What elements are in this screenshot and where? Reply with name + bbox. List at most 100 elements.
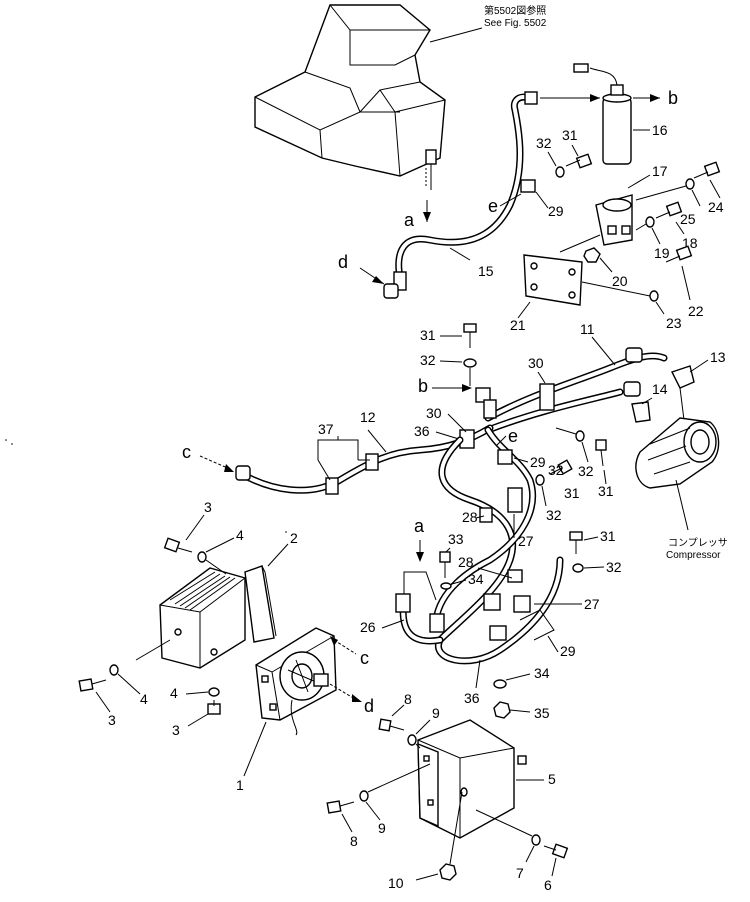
washer-4-left: [109, 664, 119, 676]
washer-4-upper: [197, 551, 207, 563]
connection-letter-d: d: [364, 696, 374, 716]
part-number-20: 20: [612, 273, 628, 289]
hose-11: [484, 347, 668, 434]
bracket-17: [595, 194, 633, 246]
bolt-22: [665, 245, 693, 263]
connection-letter-c: c: [182, 442, 191, 462]
nut-20: [583, 247, 601, 263]
part-number-27: 27: [584, 596, 600, 612]
fitting-14: [631, 401, 651, 423]
part-number-31: 31: [562, 127, 578, 143]
bolt-31-right: [595, 439, 607, 467]
hose-26: [395, 426, 564, 665]
hose-15: [383, 91, 538, 299]
part-number-9: 9: [378, 820, 386, 836]
connection-letter-b: b: [418, 376, 428, 396]
part-number-7: 7: [516, 865, 524, 881]
part-number-17: 17: [652, 163, 668, 179]
part-number-4: 4: [140, 691, 148, 707]
part-number-9: 9: [432, 705, 440, 721]
bolt-3-mid: [207, 700, 221, 715]
bolt-31-top: [565, 153, 593, 169]
nut-35: [493, 701, 511, 719]
part-number-29: 29: [548, 203, 564, 219]
part-number-30: 30: [528, 355, 544, 371]
part-number-35: 35: [534, 705, 550, 721]
part-number-36: 36: [464, 690, 480, 706]
part-number-30: 30: [426, 405, 442, 421]
washer-7: [531, 834, 541, 846]
washer-25: [685, 178, 695, 190]
washer-32-right: [575, 430, 585, 442]
nut-10: [439, 863, 457, 881]
part-number-21: 21: [510, 317, 526, 333]
part-number-5: 5: [548, 771, 556, 787]
washer-9-upper: [407, 734, 417, 746]
bolt-18: [655, 201, 683, 219]
fan-unit-1: [255, 627, 337, 736]
connection-letter-e: e: [508, 426, 518, 446]
part-number-12: 12: [360, 409, 376, 425]
connection-letter-e: e: [488, 196, 498, 216]
part-number-32: 32: [546, 507, 562, 523]
part-number-29: 29: [530, 454, 546, 470]
bolt-31-lower: [569, 531, 583, 554]
bolt-8-lower: [326, 800, 355, 814]
part-number-3: 3: [108, 712, 116, 728]
washer-32-top: [555, 166, 565, 178]
compressor-label-en: Compressor: [666, 550, 721, 561]
part-number-13: 13: [710, 349, 726, 365]
part-number-27: 27: [518, 533, 534, 549]
part-number-10: 10: [388, 875, 404, 891]
part-number-11: 11: [580, 321, 595, 337]
bolt-3-upper: [163, 537, 193, 553]
washer-9-lower: [359, 790, 369, 802]
part-number-31: 31: [564, 485, 580, 501]
part-number-28: 28: [458, 554, 474, 570]
connection-letter-a: a: [404, 210, 415, 230]
part-number-22: 22: [688, 303, 704, 319]
washer-34-upper: [440, 582, 452, 590]
part-number-8: 8: [404, 691, 412, 707]
part-number-32: 32: [548, 462, 564, 478]
washer-32-mid2: [535, 474, 545, 486]
box-5: [417, 719, 527, 839]
part-number-16: 16: [652, 122, 668, 138]
part-number-3: 3: [204, 499, 212, 515]
connection-letter-c: c: [360, 648, 369, 668]
part-number-32: 32: [578, 463, 594, 479]
part-number-36: 36: [414, 423, 430, 439]
part-number-14: 14: [652, 381, 668, 397]
bolt-33: [439, 551, 451, 563]
part-number-28: 28: [462, 509, 478, 525]
bolt-31-mid: [463, 323, 477, 348]
figure-ref-en: See Fig. 5502: [484, 18, 547, 29]
part-number-25: 25: [680, 211, 696, 227]
part-number-32: 32: [420, 352, 436, 368]
part-number-2: 2: [290, 530, 298, 546]
fitting-13: [671, 365, 695, 389]
bolt-3-left: [78, 678, 107, 692]
washer-32-lower: [572, 563, 584, 573]
part-number-34: 34: [468, 571, 484, 587]
connection-letter-a: a: [414, 516, 425, 536]
washer-19: [645, 216, 655, 228]
part-number-15: 15: [478, 263, 494, 279]
part-number-34: 34: [534, 665, 550, 681]
part-number-32: 32: [536, 135, 552, 151]
part-number-29: 29: [560, 643, 576, 659]
compressor: [635, 417, 720, 489]
part-number-32: 32: [606, 559, 622, 575]
part-number-31: 31: [598, 483, 614, 499]
condenser-2: [159, 565, 277, 669]
bolt-6: [543, 843, 569, 859]
connection-letter-b: b: [668, 88, 678, 108]
washer-32-mid: [463, 358, 477, 368]
bolt-31-mid2: [549, 459, 573, 475]
plate-21: [523, 254, 583, 306]
washer-34-lower: [493, 679, 507, 689]
part-number-23: 23: [666, 315, 682, 331]
receiver-dryer-16: [573, 63, 632, 165]
part-number-3: 3: [172, 722, 180, 738]
